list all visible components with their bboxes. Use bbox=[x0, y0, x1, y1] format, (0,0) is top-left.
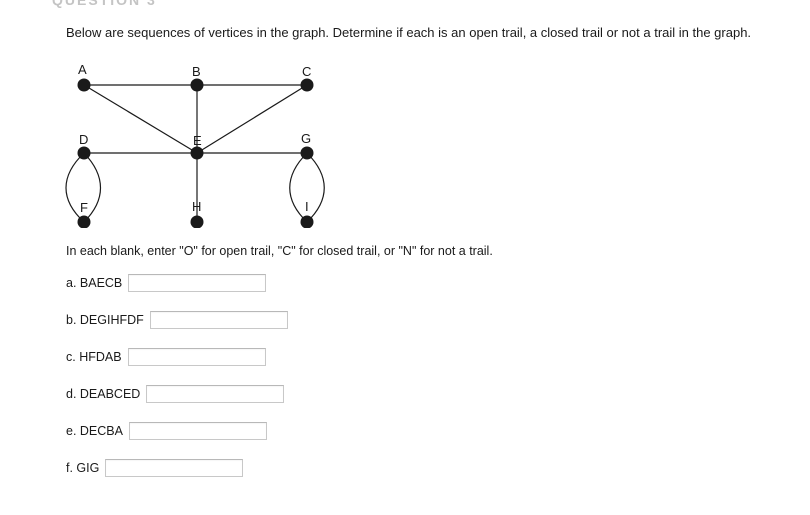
answer-label-f: f. GIG bbox=[66, 461, 100, 475]
answer-row-a: a. BAECB bbox=[66, 272, 267, 294]
question-title: QUESTION 3 bbox=[52, 0, 157, 8]
edge-g-i-left bbox=[289, 152, 308, 223]
answer-row-c: c. HFDAB bbox=[66, 346, 266, 368]
edge-d-f-left bbox=[65, 152, 85, 223]
vertex-b bbox=[190, 78, 204, 92]
vertex-label-c: C bbox=[302, 64, 311, 79]
vertex-label-a: A bbox=[78, 62, 87, 77]
vertex-label-b: B bbox=[192, 64, 201, 79]
answer-label-a: a. BAECB bbox=[66, 276, 123, 290]
vertex-f bbox=[77, 215, 91, 228]
vertex-g bbox=[300, 146, 314, 160]
answer-row-d: d. DEABCED bbox=[66, 383, 285, 405]
answer-label-b: b. DEGIHFDF bbox=[66, 313, 144, 327]
edge-d-f-right bbox=[83, 152, 102, 223]
answer-input-e[interactable] bbox=[128, 422, 267, 440]
edge-a-e bbox=[83, 84, 198, 154]
graph-diagram: A B C D E G F H I bbox=[65, 62, 325, 228]
vertex-c bbox=[300, 78, 314, 92]
answer-input-a[interactable] bbox=[128, 274, 267, 292]
answer-input-c[interactable] bbox=[127, 348, 266, 366]
vertex-label-g: G bbox=[301, 131, 311, 146]
blank-instructions-text: In each blank, enter "O" for open trail,… bbox=[66, 244, 493, 258]
answer-row-e: e. DECBA bbox=[66, 420, 267, 442]
answer-label-d: d. DEABCED bbox=[66, 387, 141, 401]
vertex-a bbox=[77, 78, 91, 92]
vertex-label-i: I bbox=[305, 199, 309, 214]
answer-label-c: c. HFDAB bbox=[66, 350, 122, 364]
answer-input-f[interactable] bbox=[105, 459, 244, 477]
answer-row-b: b. DEGIHFDF bbox=[66, 309, 288, 331]
edge-g-i-right bbox=[306, 152, 325, 223]
vertex-h bbox=[190, 215, 204, 228]
vertex-e bbox=[190, 146, 204, 160]
answer-input-b[interactable] bbox=[149, 311, 288, 329]
vertex-d bbox=[77, 146, 91, 160]
answer-label-e: e. DECBA bbox=[66, 424, 123, 438]
vertex-label-f: F bbox=[80, 200, 88, 215]
answer-row-f: f. GIG bbox=[66, 457, 244, 479]
vertex-label-e: E bbox=[193, 133, 202, 148]
vertex-label-d: D bbox=[79, 132, 88, 147]
vertex-label-h: H bbox=[192, 199, 201, 214]
vertex-i bbox=[300, 215, 314, 228]
instructions-text: Below are sequences of vertices in the g… bbox=[66, 25, 752, 40]
answer-input-d[interactable] bbox=[146, 385, 285, 403]
edge-c-e bbox=[196, 84, 308, 154]
